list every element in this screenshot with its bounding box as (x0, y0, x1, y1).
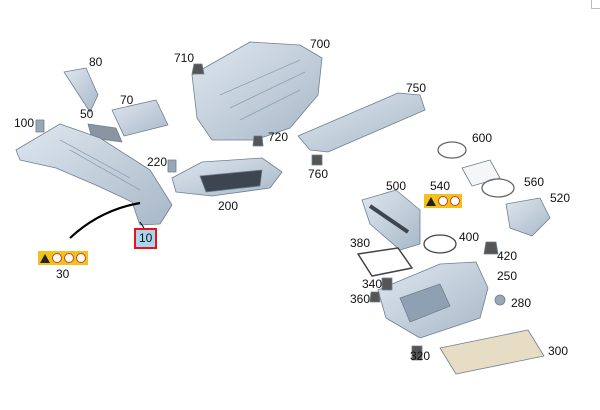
part-label-250[interactable]: 250 (497, 269, 518, 283)
part-label-540[interactable]: 540 (430, 179, 451, 193)
leader-line-30 (69, 201, 141, 239)
prohibition-icon (438, 196, 448, 206)
prohibition-icon (64, 253, 74, 263)
hand-warning-icon (76, 253, 86, 263)
part-360-grommet (369, 291, 381, 303)
part-340-grommet (381, 277, 393, 291)
part-520-cap (505, 197, 551, 237)
part-label-420[interactable]: 420 (497, 249, 518, 263)
part-label-300[interactable]: 300 (548, 344, 569, 358)
hand-warning-icon (450, 196, 460, 206)
part-label-340[interactable]: 340 (362, 277, 383, 291)
part-720-grommet (252, 135, 264, 147)
warning-sticker-30 (38, 251, 88, 265)
part-label-70[interactable]: 70 (120, 93, 134, 107)
part-label-560[interactable]: 560 (524, 175, 545, 189)
part-200-corrugation (199, 169, 263, 193)
part-label-400[interactable]: 400 (459, 230, 480, 244)
part-label-200[interactable]: 200 (218, 199, 239, 213)
warning-sticker-540 (424, 194, 462, 208)
warning-triangle-icon (40, 253, 50, 263)
part-label-280[interactable]: 280 (511, 296, 532, 310)
warning-triangle-icon (426, 196, 436, 206)
part-420-grommet (483, 241, 499, 255)
part-label-360[interactable]: 360 (350, 292, 371, 306)
part-760-grommet (311, 154, 323, 166)
part-label-760[interactable]: 760 (308, 167, 329, 181)
part-280-plug (494, 294, 506, 306)
part-label-700[interactable]: 700 (310, 37, 331, 51)
prohibition-icon (52, 253, 62, 263)
part-320-grommet (411, 345, 423, 361)
part-label-50[interactable]: 50 (80, 107, 94, 121)
part-label-600[interactable]: 600 (472, 131, 493, 145)
part-label-380[interactable]: 380 (350, 236, 371, 250)
corner-mark (591, 0, 600, 9)
part-380-gasket (357, 247, 413, 277)
part-label-100[interactable]: 100 (14, 116, 35, 130)
part-label-220[interactable]: 220 (147, 155, 168, 169)
part-220-clip (167, 159, 177, 173)
part-label-720[interactable]: 720 (268, 130, 289, 144)
part-label-320[interactable]: 320 (410, 349, 431, 363)
part-700-engine-cover (191, 41, 323, 141)
part-750-cover-plate (297, 92, 426, 153)
part-10-air-channel (15, 123, 173, 226)
part-400-seal-ring (423, 234, 457, 254)
part-70-duct (111, 99, 169, 137)
part-label-30[interactable]: 30 (56, 267, 70, 281)
part-label-80[interactable]: 80 (89, 55, 103, 69)
part-300-filter-element (439, 329, 545, 375)
part-560-ring (481, 178, 515, 198)
part-label-500[interactable]: 500 (386, 179, 407, 193)
part-label-710[interactable]: 710 (174, 51, 195, 65)
part-600-ring (437, 141, 467, 159)
part-label-10[interactable]: 10 (134, 228, 158, 249)
part-80-bracket (63, 67, 99, 113)
part-710-grommet (191, 63, 205, 75)
part-100-clip (35, 119, 45, 133)
leader-line-10 (139, 221, 145, 229)
part-600-filter-insert (461, 159, 501, 187)
part-label-750[interactable]: 750 (406, 81, 427, 95)
part-label-520[interactable]: 520 (550, 191, 571, 205)
